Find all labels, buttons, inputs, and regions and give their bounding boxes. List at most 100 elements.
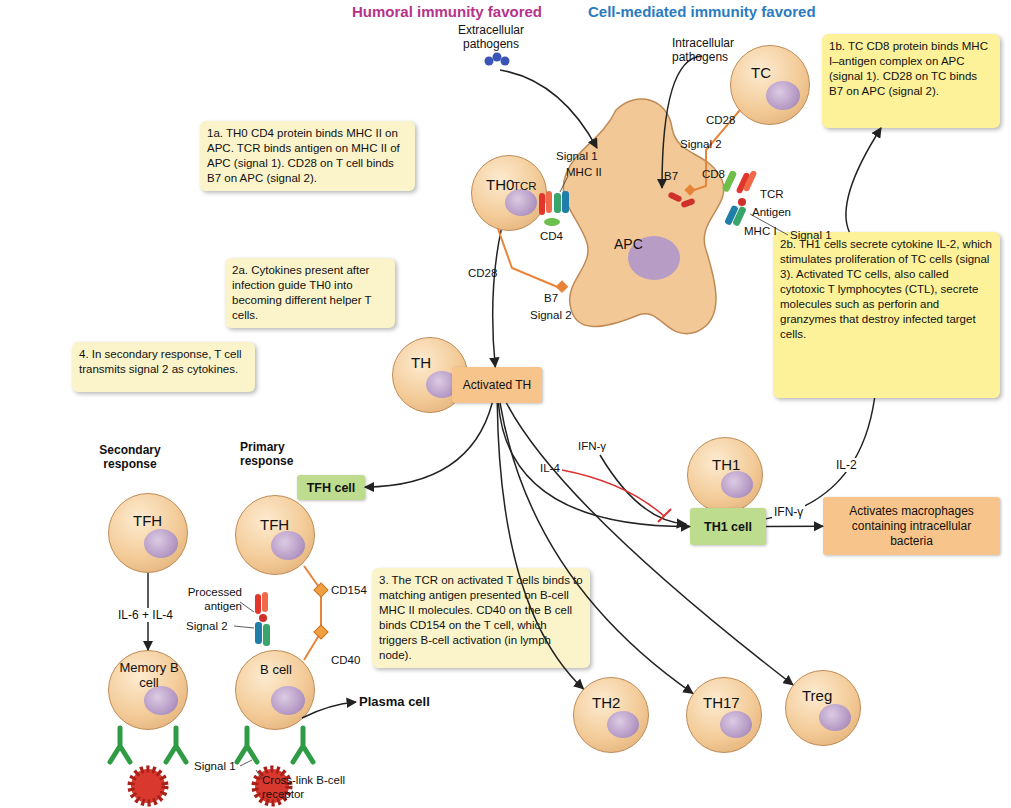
node-text: Activates macrophages containing intrace… <box>829 504 994 549</box>
leader-line <box>240 602 254 612</box>
connector-arrow <box>493 230 501 367</box>
effect-box: Activates macrophages containing intrace… <box>823 497 1000 555</box>
annotation-label: B7 <box>664 170 678 184</box>
annotation-label: Primary response <box>240 440 306 469</box>
signal-line <box>304 566 321 660</box>
annotation-label: CD28 <box>468 267 497 281</box>
annotation-label: Extracellular pathogens <box>448 23 534 52</box>
t-cell: TC <box>730 45 810 125</box>
node-text: TC <box>751 64 771 81</box>
annotation-label: Cell-mediated immunity favored <box>588 3 816 21</box>
t-cell: TFH <box>108 493 188 573</box>
edge-label: IL-2 <box>834 458 859 472</box>
mhc-molecule <box>255 622 262 644</box>
node-text: TH1 cell <box>704 520 752 534</box>
pathogen-molecule <box>485 57 494 66</box>
annotation-label: Intracellular pathogens <box>672 36 756 65</box>
t-cell: TFH <box>235 495 315 575</box>
callout-box: 1b. TC CD8 protein binds MHC I–antigen c… <box>822 34 1000 128</box>
node-text: B cell <box>246 663 306 678</box>
callout-box: 2b. TH1 cells secrete cytokine IL-2, whi… <box>773 232 1000 398</box>
node-text: 1a. TH0 CD4 protein binds MHC II on APC.… <box>207 126 408 186</box>
leader-line <box>240 760 252 766</box>
node-text: TH17 <box>703 694 740 711</box>
annotation-label: B7 <box>544 292 558 306</box>
t-cell: TH1 <box>687 437 763 513</box>
node-text: TH2 <box>592 694 620 711</box>
annotation-label: Humoral immunity favored <box>352 3 542 21</box>
edge-label: IFN-γ <box>772 505 805 519</box>
entry-arrow <box>500 70 597 148</box>
node-text: TFH <box>260 516 289 533</box>
cell-nucleus <box>721 471 753 498</box>
node-text: TH0 <box>486 176 514 193</box>
cell-nucleus <box>144 529 178 558</box>
mhc-molecule <box>554 193 561 213</box>
callout-box: 1a. TH0 CD4 protein binds MHC II on APC.… <box>200 121 415 191</box>
cell-nucleus <box>144 686 178 715</box>
cell-nucleus <box>819 704 851 731</box>
node-text: TH <box>411 354 431 371</box>
mhc-molecule <box>732 206 747 227</box>
annotation-label: CD8 <box>702 168 725 182</box>
node-text: Activated TH <box>463 378 531 393</box>
cell-outline <box>556 90 726 338</box>
annotation-label: Processed antigen <box>180 586 242 614</box>
antigen-particle <box>131 769 165 803</box>
connector-arrow <box>846 128 881 232</box>
tcr-receptor <box>262 592 268 612</box>
inhibition-bar <box>658 509 671 522</box>
annotation-label: Antigen <box>752 206 791 220</box>
cell-membrane <box>563 99 723 334</box>
annotation-label: Signal 1 <box>790 229 832 243</box>
callout-box: 4. In secondary response, T cell transmi… <box>72 342 255 392</box>
cd40-molecule <box>314 625 328 639</box>
state-box: Activated TH <box>452 367 542 403</box>
t-cell: TH17 <box>686 677 762 753</box>
t-cell: Treg <box>785 670 861 746</box>
connector-arrow <box>766 525 823 527</box>
cd154-molecule <box>314 583 328 597</box>
antibody-receptor <box>110 728 186 762</box>
cell-nucleus <box>720 711 752 738</box>
node-text: TFH cell <box>307 481 356 495</box>
node-text: TH1 <box>712 456 740 473</box>
connector-arrow <box>498 403 690 527</box>
cell-nucleus <box>766 81 800 110</box>
pathogen-molecule <box>493 53 502 62</box>
tcr-receptor <box>539 193 545 215</box>
mhc-molecule <box>562 191 569 213</box>
node-text: 3. The TCR on activated T cells binds to… <box>379 573 583 663</box>
cell-nucleus <box>271 531 305 560</box>
t-cell: TH0 <box>471 155 547 231</box>
annotation-label: CD28 <box>706 114 735 128</box>
node-text: 2a. Cytokines present after infection gu… <box>232 263 388 323</box>
node-text: Treg <box>802 687 832 704</box>
edge-label: IL-6 + IL-4 <box>116 608 175 622</box>
cell-type-box: TH1 cell <box>690 508 766 545</box>
node-text: 1b. TC CD8 protein binds MHC I–antigen c… <box>829 39 993 99</box>
cell-nucleus <box>271 686 305 715</box>
cell-nucleus <box>505 189 537 216</box>
mhc-molecule <box>263 624 270 646</box>
leader-line <box>234 626 254 628</box>
t-cell: TH2 <box>573 677 649 753</box>
annotation-label: TCR <box>760 188 784 202</box>
annotation-label: Signal 2 <box>680 138 722 152</box>
annotation-label: CD40 <box>331 654 360 668</box>
cytokine-arrow <box>600 455 686 524</box>
antigen-peptide <box>738 198 746 206</box>
annotation-label: Signal 1 <box>556 150 598 164</box>
annotation-label: TCR <box>513 180 537 194</box>
cell-nucleus <box>607 711 639 738</box>
antibody-receptor <box>237 728 313 762</box>
annotation-label: CD4 <box>540 230 563 244</box>
antigen-peptide <box>259 614 267 622</box>
annotation-label: Signal 2 <box>186 620 228 634</box>
antigen-presenting-cell: APC <box>556 90 726 338</box>
annotation-label: Secondary response <box>88 443 172 472</box>
annotation-label: IFN-γ <box>578 440 606 454</box>
